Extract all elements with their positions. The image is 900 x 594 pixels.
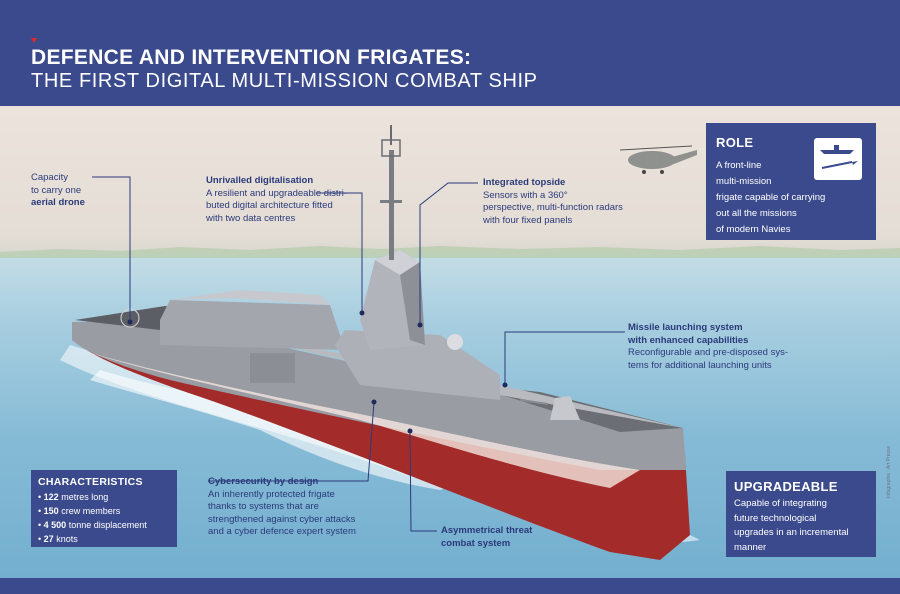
frigate-and-missile-icon bbox=[814, 138, 862, 180]
upgradeable-title: UPGRADEABLE bbox=[734, 479, 838, 494]
role-box: ROLE A front-line multi-mission frigate … bbox=[706, 123, 876, 240]
characteristic-value: 27 bbox=[43, 534, 54, 544]
role-title: ROLE bbox=[716, 135, 754, 150]
cyber-line3: strengthened against cyber attacks bbox=[208, 513, 356, 525]
upgradeable-box: UPGRADEABLE Capable of integrating futur… bbox=[726, 471, 876, 557]
red-triangle-marker bbox=[31, 38, 37, 43]
characteristic-text: metres long bbox=[61, 492, 109, 502]
drone-callout-emphasis: aerial drone bbox=[31, 197, 85, 208]
page-subtitle: THE FIRST DIGITAL MULTI-MISSION COMBAT S… bbox=[31, 70, 538, 92]
characteristic-text: knots bbox=[56, 534, 78, 544]
ship-illustration bbox=[0, 125, 900, 560]
characteristic-text: tonne displacement bbox=[68, 520, 147, 530]
topside-line3: with four fixed panels bbox=[483, 214, 573, 226]
characteristic-item: • 4 500 tonne displacement bbox=[38, 520, 147, 530]
missile-line2: tems for additional launching units bbox=[628, 359, 772, 371]
digitalisation-callout: Unrivalled digitalisation A resilient an… bbox=[206, 175, 381, 225]
characteristic-item: • 150 crew members bbox=[38, 506, 121, 516]
drone-callout-line2: to carry one bbox=[31, 184, 82, 196]
missile-callout: Missile launching system with enhanced c… bbox=[628, 322, 808, 372]
characteristic-text: crew members bbox=[61, 506, 121, 516]
missile-title1: Missile launching system bbox=[628, 322, 743, 333]
header-banner: DEFENCE AND INTERVENTION FRIGATES: THE F… bbox=[0, 0, 900, 106]
role-line: frigate capable of carrying bbox=[716, 192, 826, 203]
characteristics-title: CHARACTERISTICS bbox=[38, 476, 143, 488]
role-line: out all the missions bbox=[716, 208, 797, 219]
drone-callout-line1: Capacity bbox=[31, 172, 68, 183]
characteristics-box: CHARACTERISTICS • 122 metres long • 150 … bbox=[31, 470, 177, 547]
cyber-title: Cybersecurity by design bbox=[208, 476, 319, 487]
image-credit: Infographie : Art Presse bbox=[886, 445, 892, 498]
role-line: A front-line bbox=[716, 160, 762, 171]
missile-line1: Reconfigurable and pre-disposed sys- bbox=[628, 347, 789, 358]
characteristic-value: 122 bbox=[43, 492, 59, 502]
cyber-callout: Cybersecurity by design An inherently pr… bbox=[208, 476, 393, 539]
upgradeable-line: future technological bbox=[734, 512, 817, 524]
asymmetric-title1: Asymmetrical threat bbox=[441, 525, 533, 536]
topside-title: Integrated topside bbox=[483, 177, 566, 188]
missile-title2: with enhanced capabilities bbox=[628, 334, 749, 346]
cyber-line2: thanks to systems that are bbox=[208, 501, 319, 512]
characteristic-item: • 122 metres long bbox=[38, 492, 109, 502]
cyber-line4: and a cyber defence expert system bbox=[208, 526, 356, 537]
digitalisation-line3: with two data centres bbox=[206, 212, 296, 224]
characteristics-list: • 122 metres long • 150 crew members • 4… bbox=[38, 490, 147, 546]
digitalisation-line2: buted digital architecture fitted bbox=[206, 200, 333, 211]
helicopter-icon bbox=[619, 145, 697, 174]
cyber-line1: An inherently protected frigate bbox=[208, 488, 335, 500]
upgradeable-line: manner bbox=[734, 541, 767, 553]
characteristic-value: 150 bbox=[43, 506, 59, 516]
role-text: A front-line multi-mission frigate capab… bbox=[716, 158, 825, 238]
topside-line2: perspective, multi-function radars bbox=[483, 202, 623, 213]
digitalisation-line1: A resilient and upgradeable distri- bbox=[206, 187, 348, 199]
asymmetric-title2: combat system bbox=[441, 537, 511, 549]
upgradeable-line: upgrades in an incremental bbox=[734, 527, 849, 538]
asymmetric-callout: Asymmetrical threat combat system bbox=[441, 525, 561, 550]
upgradeable-text: Capable of integrating future technologi… bbox=[734, 497, 849, 555]
digitalisation-title: Unrivalled digitalisation bbox=[206, 175, 314, 186]
upgradeable-line: Capable of integrating bbox=[734, 498, 827, 509]
topside-callout: Integrated topside Sensors with a 360° p… bbox=[483, 177, 658, 227]
characteristic-item: • 27 knots bbox=[38, 534, 78, 544]
role-line: of modern Navies bbox=[716, 224, 791, 235]
drone-callout: Capacity to carry one aerial drone bbox=[31, 172, 131, 210]
characteristic-value: 4 500 bbox=[43, 520, 67, 530]
footer-bar bbox=[0, 578, 900, 594]
page-title: DEFENCE AND INTERVENTION FRIGATES: bbox=[31, 46, 472, 69]
topside-line1: Sensors with a 360° bbox=[483, 189, 568, 201]
role-line: multi-mission bbox=[716, 176, 772, 187]
